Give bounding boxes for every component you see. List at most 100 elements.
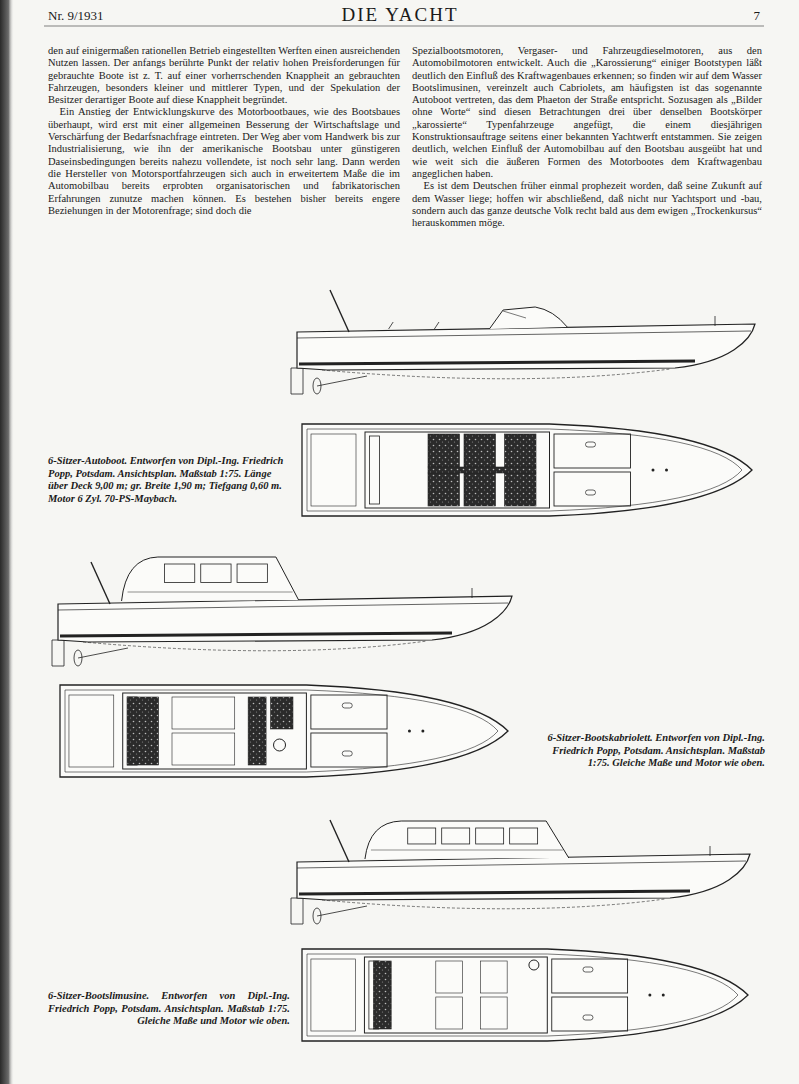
window xyxy=(237,564,267,582)
gunwale-line xyxy=(307,429,742,511)
seat xyxy=(480,997,507,1029)
hatch-handle xyxy=(342,751,352,756)
engine-hatch xyxy=(554,434,631,468)
figure-caption: 6-Sitzer-Autoboot. Entworfen von Dipl.-I… xyxy=(48,455,286,505)
hull-line xyxy=(489,307,567,329)
seat-cushion xyxy=(428,473,460,506)
cockpit xyxy=(123,693,307,769)
hull-line xyxy=(710,846,711,856)
hull-line xyxy=(128,592,293,593)
seat-cushion xyxy=(505,473,537,506)
seat-cushion xyxy=(271,697,293,729)
side-view xyxy=(291,820,750,924)
seat-cushion xyxy=(428,434,460,467)
seat-cushion xyxy=(505,434,537,467)
seat xyxy=(436,961,463,993)
steering-wheel xyxy=(529,960,539,970)
engine-hatch xyxy=(552,997,628,1031)
stern-deck xyxy=(311,959,356,1031)
hull-line xyxy=(389,322,439,329)
plan-view xyxy=(302,424,752,516)
window xyxy=(408,828,436,844)
hull-line xyxy=(58,596,512,642)
body-paragraph: Es ist dem Deutschen früher einmal proph… xyxy=(412,180,762,229)
hull-line xyxy=(715,316,716,326)
seat-back xyxy=(370,436,380,504)
seat-cushion xyxy=(428,467,536,473)
hull-line xyxy=(317,376,367,386)
issue-number: Nr. 9/1931 xyxy=(48,8,168,24)
hull-line xyxy=(371,850,563,851)
engine-hatch xyxy=(311,695,387,729)
hatch-handle xyxy=(586,442,596,447)
figure-caption: 6-Sitzer-Bootslimusine. Entworfen von Di… xyxy=(48,990,290,1028)
deck-fitting xyxy=(665,469,668,472)
body-paragraph: den auf einigermaßen rationellen Betrieb… xyxy=(48,45,400,106)
body-paragraph: Spezialbootsmotoren, Vergaser- und Fahrz… xyxy=(412,45,762,180)
magazine-title: DIE YACHT xyxy=(290,4,510,26)
figure-caption: 6-Sitzer-Bootskabriolett. Entworfen von … xyxy=(537,732,765,770)
hatch-handle xyxy=(586,490,596,495)
hull-line xyxy=(330,290,349,332)
deck-fitting xyxy=(648,994,651,997)
hull-line xyxy=(297,854,750,900)
hatch-handle xyxy=(583,967,593,972)
hull-line xyxy=(291,898,303,924)
seat-cushion xyxy=(464,434,496,467)
deck-outline xyxy=(302,949,748,1041)
hull-line xyxy=(299,361,695,364)
hull-line xyxy=(291,368,303,394)
seat-cushion xyxy=(373,961,391,1029)
window xyxy=(442,828,470,844)
seat-cushion xyxy=(464,473,496,506)
engine-hatch xyxy=(311,733,387,767)
hull-line xyxy=(322,369,670,379)
side-view xyxy=(291,290,755,394)
hull-line xyxy=(83,641,427,651)
hatch-handle xyxy=(583,1015,593,1020)
stern-deck xyxy=(311,434,356,506)
window xyxy=(510,828,538,844)
hull-line xyxy=(297,861,746,868)
hull-line xyxy=(78,648,128,658)
header-rule xyxy=(44,26,764,27)
seat-cushion xyxy=(248,697,266,765)
hull-line xyxy=(322,899,665,909)
cockpit xyxy=(365,432,550,508)
hull-line xyxy=(299,891,690,894)
seat xyxy=(480,961,507,993)
page-number: 7 xyxy=(700,8,760,24)
plan-view xyxy=(302,949,748,1041)
deck-outline xyxy=(302,424,752,516)
engine-hatch xyxy=(552,959,628,993)
gunwale-line xyxy=(307,954,738,1036)
deck-fitting xyxy=(421,730,424,733)
hull-line xyxy=(122,557,299,601)
deck-fitting xyxy=(408,730,411,733)
engine-hatch xyxy=(554,472,631,506)
side-view xyxy=(52,557,512,666)
steering-wheel xyxy=(274,739,286,751)
window xyxy=(201,564,231,582)
deck-fitting xyxy=(662,994,665,997)
hull-line xyxy=(330,820,349,862)
plan-view xyxy=(60,685,508,777)
hull-line xyxy=(317,906,367,916)
hull-line xyxy=(58,603,508,610)
hull-line xyxy=(365,821,569,859)
seat xyxy=(172,733,235,765)
hatch-handle xyxy=(342,703,352,708)
deck-outline xyxy=(60,685,508,777)
text-column: den auf einigermaßen rationellen Betrieb… xyxy=(48,45,400,217)
seat xyxy=(172,697,235,729)
hull-line xyxy=(503,311,526,318)
gunwale-line xyxy=(65,690,498,772)
hull-line xyxy=(472,588,473,598)
stern-deck xyxy=(69,695,114,767)
hull-line xyxy=(297,331,751,338)
hull-line xyxy=(91,562,110,604)
deck-fitting xyxy=(652,469,655,472)
text-column: Spezialbootsmotoren, Vergaser- und Fahrz… xyxy=(412,45,762,229)
body-paragraph: Ein Anstieg der Entwicklungskurve des Mo… xyxy=(48,106,400,217)
window xyxy=(164,564,194,582)
